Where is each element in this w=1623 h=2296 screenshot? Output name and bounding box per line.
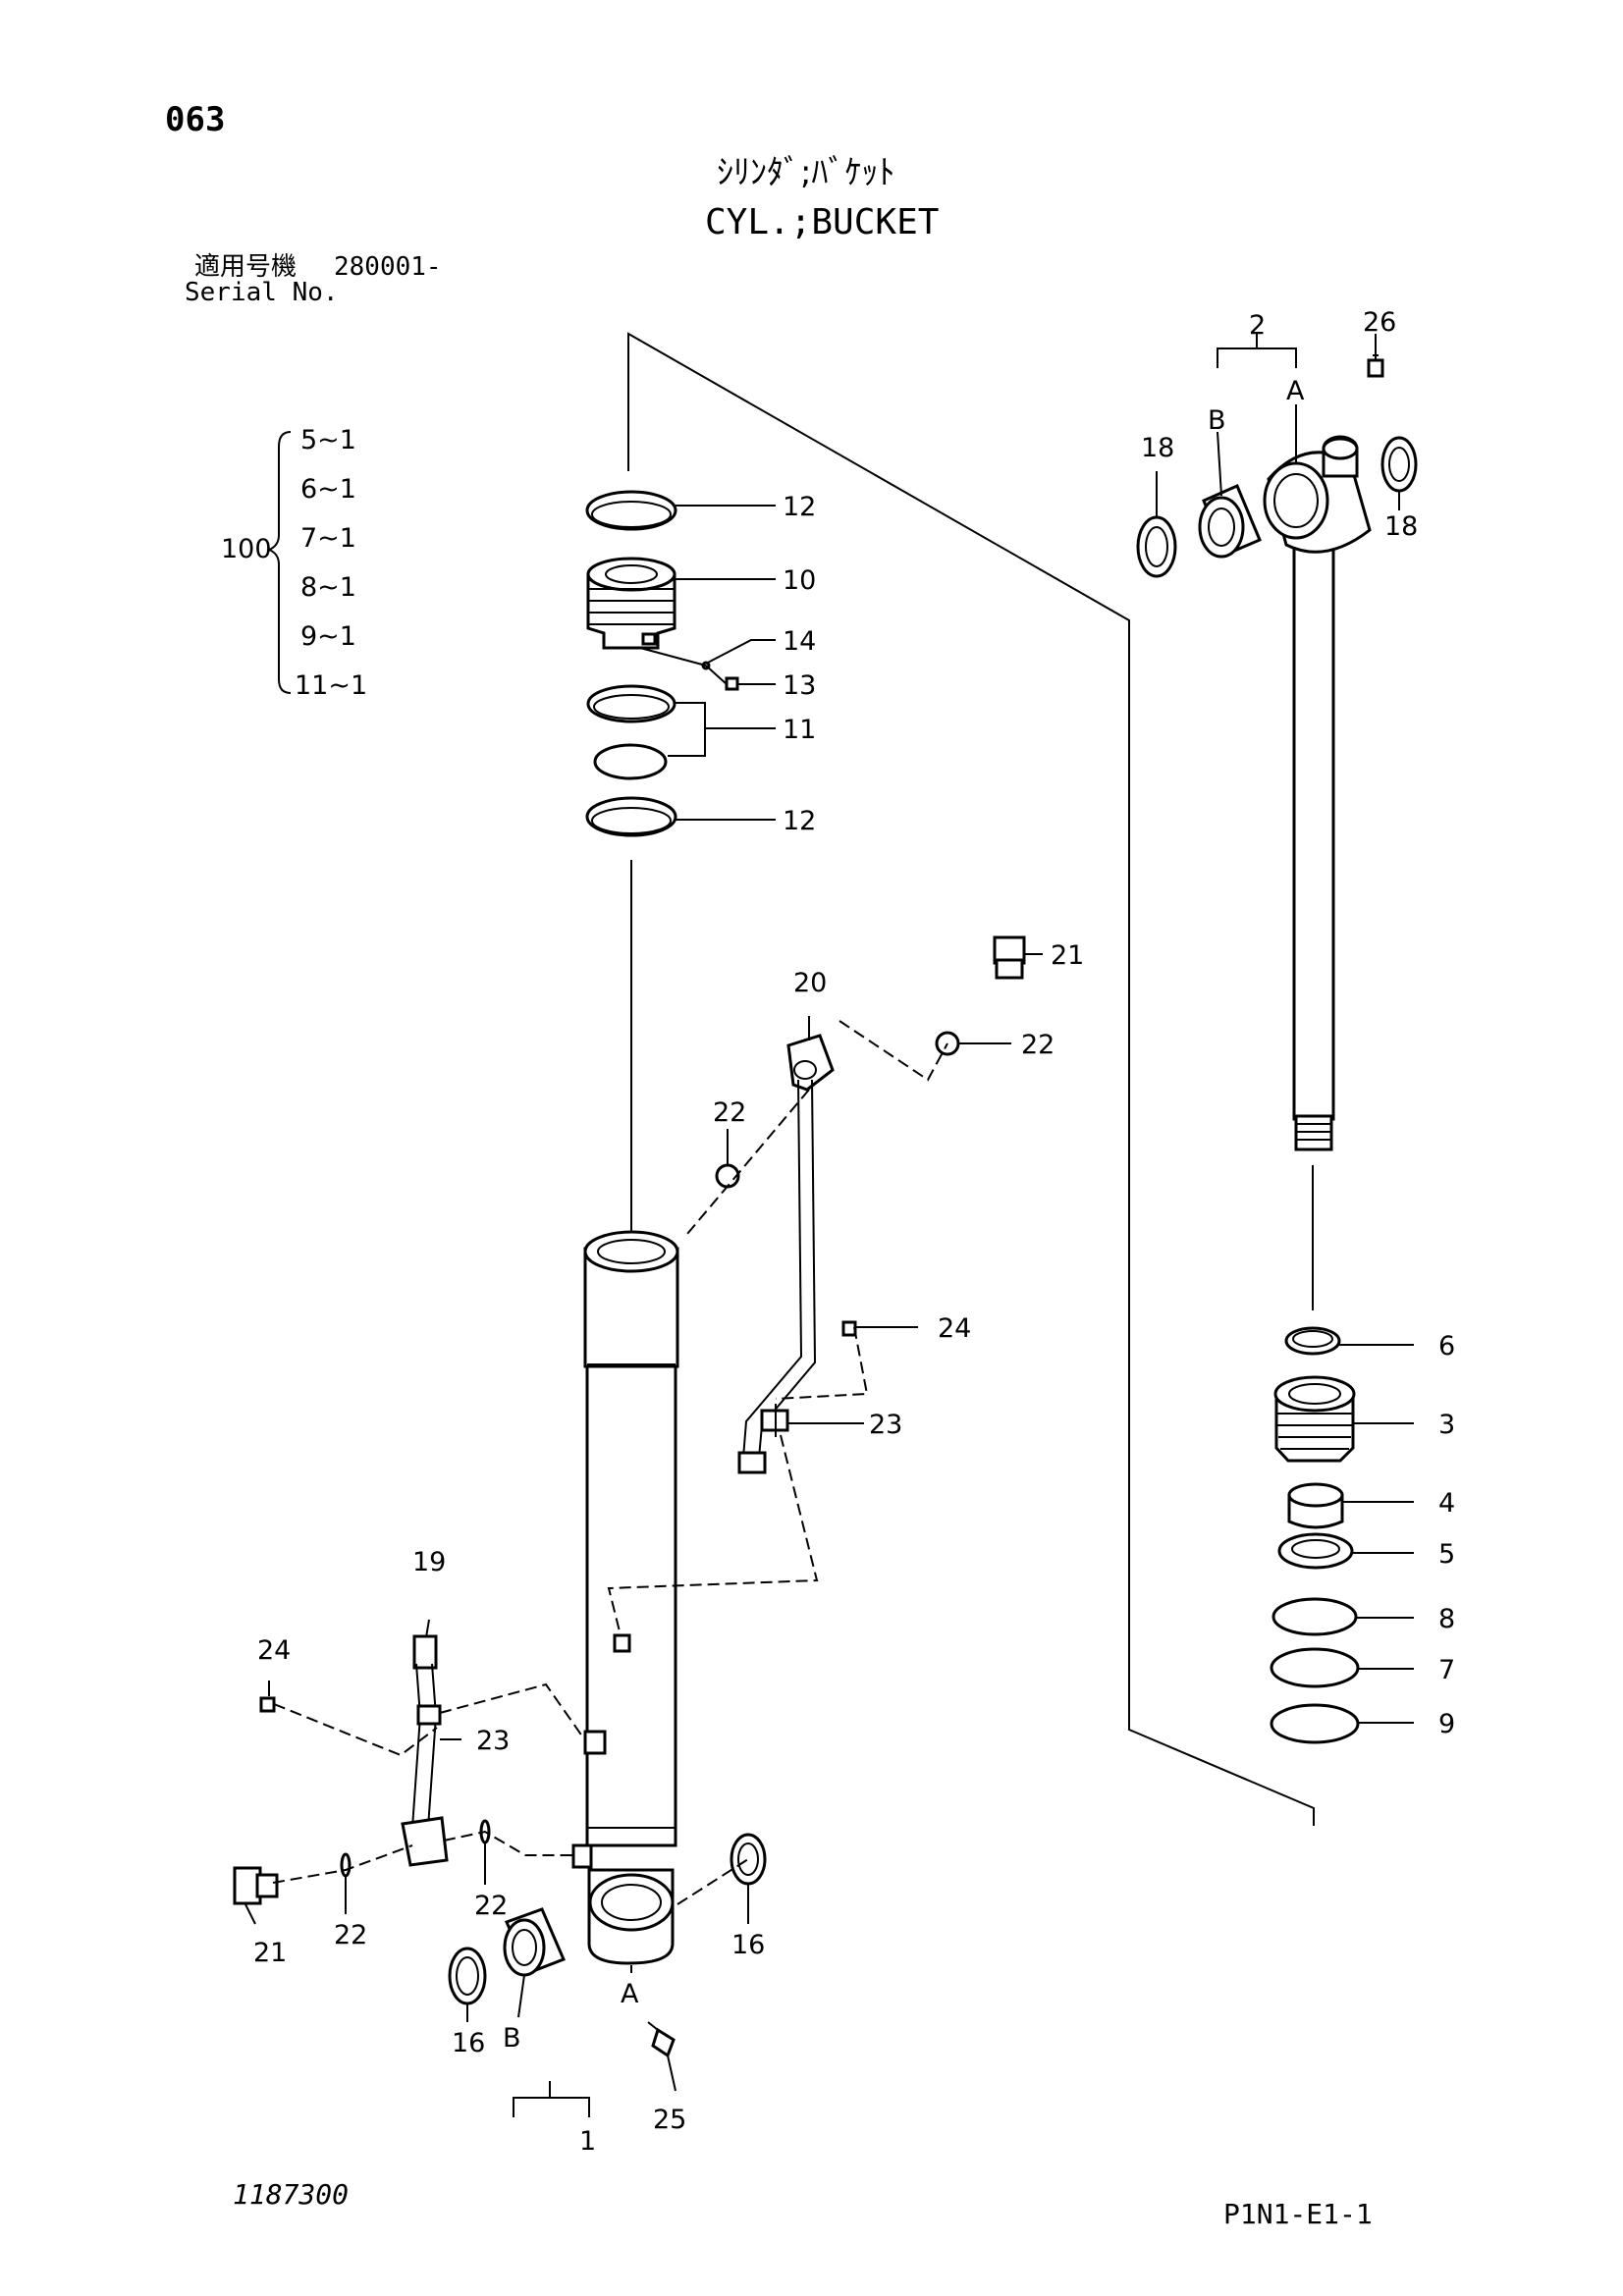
serial-value: 280001- — [334, 252, 442, 282]
title-japanese: ｼﾘﾝﾀﾞ;ﾊﾞｹｯﾄ — [717, 153, 894, 192]
kit-brace — [266, 431, 292, 694]
callout-2: 2 — [1249, 310, 1266, 341]
kit-item: 7~1 — [300, 523, 356, 554]
kit-number: 100 — [221, 534, 272, 564]
callout-23-lower: 23 — [476, 1726, 510, 1756]
dashed-connections — [272, 1020, 948, 1905]
pipe-19 — [401, 1634, 449, 1867]
serial-label-english: Serial No. — [185, 278, 339, 307]
backup-ring-12-bottom — [585, 796, 677, 837]
rod-cover-3 — [1273, 1375, 1356, 1463]
assembly-chain-line — [627, 332, 1315, 1826]
callout-sub-a-tube: A — [621, 1979, 639, 2009]
callout-5: 5 — [1438, 1539, 1455, 1570]
drawing-number: 1187300 — [233, 2178, 349, 2211]
pipe-clamp-23-upper — [760, 1404, 789, 1437]
seal-5 — [1277, 1532, 1354, 1570]
backup-ring-12-top — [585, 490, 677, 531]
callout-21-lower: 21 — [253, 1938, 287, 1968]
callout-10: 10 — [783, 565, 816, 596]
callout-16-left: 16 — [452, 2028, 485, 2058]
callout-13: 13 — [783, 670, 816, 701]
callout-16-right: 16 — [731, 1930, 765, 1960]
o-ring-7 — [1270, 1647, 1360, 1688]
pin-bushing-2b — [1198, 484, 1262, 559]
kit-item: 6~1 — [300, 474, 356, 505]
callout-21-upper: 21 — [1051, 940, 1084, 971]
bolt-24-lower — [259, 1696, 276, 1713]
dust-seal-18-left — [1136, 515, 1177, 578]
kit-item: 9~1 — [300, 621, 356, 652]
pin-bushing-1b — [503, 1907, 566, 1977]
callout-8: 8 — [1438, 1604, 1455, 1634]
callout-18-right: 18 — [1384, 511, 1418, 542]
callout-3: 3 — [1438, 1410, 1455, 1440]
seal-set-11 — [586, 684, 676, 780]
callout-19: 19 — [412, 1547, 446, 1577]
bolt-24-upper — [841, 1320, 857, 1337]
callout-11: 11 — [783, 715, 816, 745]
callout-sub-b-rod: B — [1208, 405, 1226, 436]
callout-18-left: 18 — [1141, 433, 1174, 463]
callout-1: 1 — [579, 2126, 596, 2157]
callout-24-lower: 24 — [257, 1635, 291, 1666]
kit-item: 11~1 — [295, 670, 367, 701]
dust-seal-16-right — [730, 1833, 767, 1886]
callout-26: 26 — [1363, 307, 1396, 338]
serial-label-japanese: 適用号機 — [194, 252, 297, 282]
callout-22-lower-left: 22 — [334, 1920, 367, 1950]
o-ring-8 — [1271, 1597, 1358, 1636]
callout-22-upper-left: 22 — [713, 1097, 746, 1128]
callout-23-upper: 23 — [869, 1410, 902, 1440]
callout-6: 6 — [1438, 1331, 1455, 1362]
page-number: 063 — [165, 100, 225, 139]
callout-7: 7 — [1438, 1655, 1455, 1685]
connector-21-upper — [993, 935, 1026, 980]
kit-item: 5~1 — [300, 425, 356, 455]
grease-nipple-25 — [647, 2021, 676, 2058]
pipe-20 — [737, 1034, 835, 1474]
sheet-code: P1N1-E1-1 — [1223, 2198, 1373, 2230]
bushing-4 — [1287, 1482, 1344, 1529]
callout-24-upper: 24 — [938, 1313, 971, 1344]
callout-22-lower-right: 22 — [474, 1891, 508, 1921]
callout-22-upper-right: 22 — [1021, 1030, 1055, 1060]
callout-12-top: 12 — [783, 492, 816, 522]
callout-labels: 12 10 14 13 11 12 20 21 22 22 24 23 19 2… — [253, 307, 1455, 2157]
dust-seal-18-right — [1380, 436, 1418, 493]
title-english: CYL.;BUCKET — [705, 202, 939, 242]
kit-item: 8~1 — [300, 572, 356, 603]
piston-rod-2 — [1263, 435, 1372, 1151]
callout-9: 9 — [1438, 1709, 1455, 1739]
callout-14: 14 — [783, 626, 816, 657]
set-screw-13 — [725, 676, 739, 691]
leader-lines — [244, 334, 1414, 2117]
callout-sub-b-tube: B — [503, 2023, 521, 2054]
cylinder-tube-1 — [571, 1230, 679, 1965]
connector-21-lower — [233, 1866, 279, 1905]
kit-list: 100 5~1 6~1 7~1 8~1 9~1 11~1 — [221, 425, 367, 701]
o-ring-22-lower-left — [340, 1852, 352, 1878]
callout-12-bottom: 12 — [783, 806, 816, 836]
callout-4: 4 — [1438, 1488, 1455, 1519]
callout-20: 20 — [793, 968, 827, 998]
retaining-ring-6 — [1284, 1326, 1341, 1356]
cylinder-head-10 — [586, 557, 676, 650]
callout-sub-a-rod: A — [1286, 376, 1305, 406]
o-ring-9 — [1270, 1703, 1360, 1744]
dust-seal-16-left — [448, 1947, 487, 2005]
callout-25: 25 — [653, 2105, 686, 2135]
